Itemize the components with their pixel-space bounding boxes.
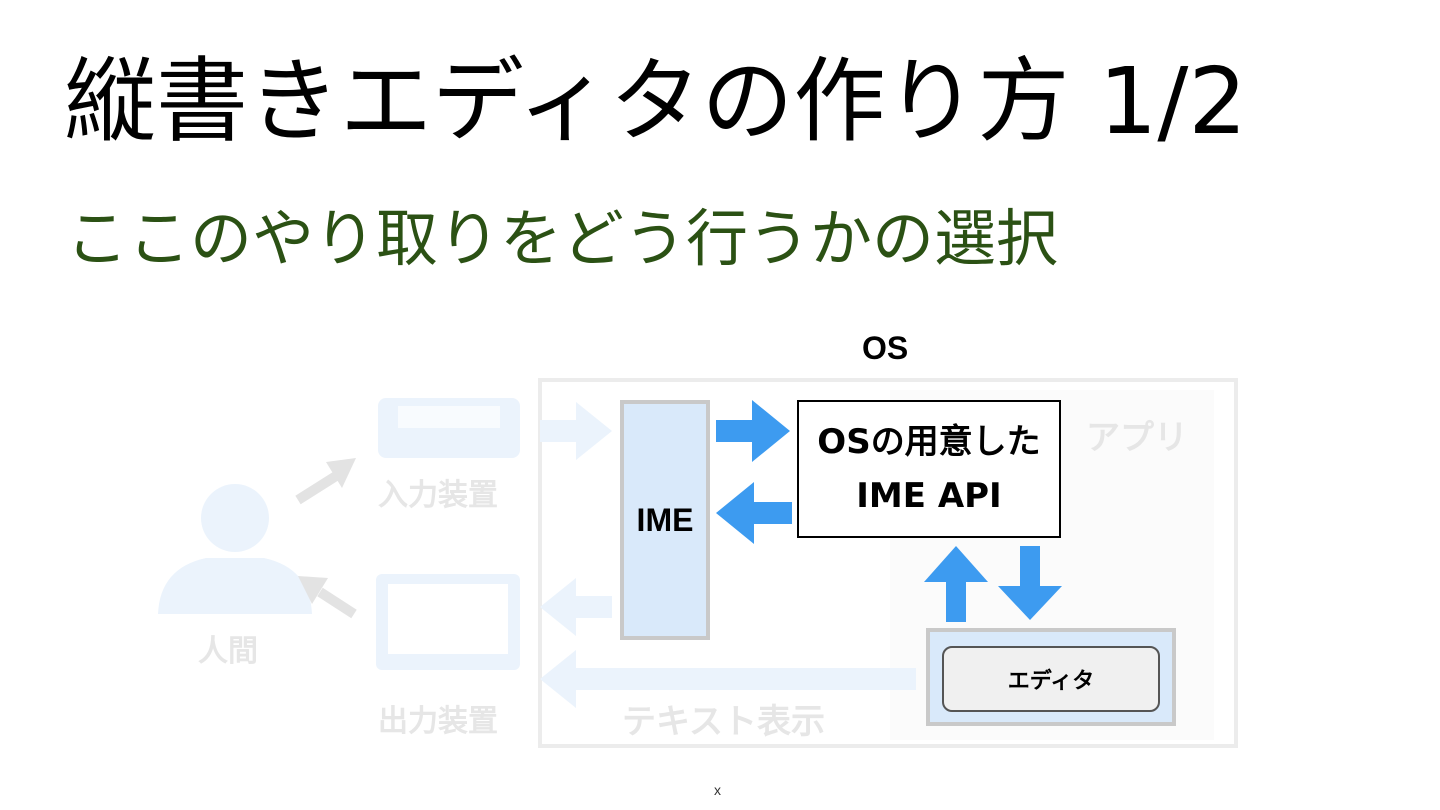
human-icon <box>158 484 312 614</box>
arrow-to-input-icon <box>295 458 356 505</box>
keyboard-icon <box>378 398 520 458</box>
editor-box: エディタ <box>942 646 1160 712</box>
ime-to-api-arrow-icon <box>716 400 790 462</box>
slide-subtitle: ここのやり取りをどう行うかの選択 <box>66 202 1059 275</box>
os-frame <box>538 378 1238 748</box>
api-label-line1: OSの用意した <box>817 421 1041 462</box>
page-mark: x <box>714 782 721 798</box>
api-to-editor-arrow-icon <box>998 546 1062 620</box>
api-label-line2: IME API <box>856 476 1002 516</box>
output-device-label: 出力装置 <box>378 704 498 739</box>
api-to-ime-arrow-icon <box>716 482 792 544</box>
slide-title: 縦書きエディタの作り方 1/2 <box>64 48 1247 155</box>
app-label: アプリ <box>1086 418 1188 458</box>
human-label: 人間 <box>198 634 258 669</box>
input-device-label: 入力装置 <box>378 478 498 513</box>
text-display-label: テキスト表示 <box>622 702 825 742</box>
keyboard-to-ime-arrow-icon <box>540 402 612 460</box>
arrow-from-output-icon <box>298 576 357 619</box>
editor-label: エディタ <box>1007 669 1095 694</box>
os-ime-api-box: OSの用意した IME API <box>797 400 1061 538</box>
editor-to-api-arrow-icon <box>924 546 988 622</box>
ime-to-monitor-arrow-icon <box>540 578 612 636</box>
monitor-icon <box>376 574 520 670</box>
ime-box: IME <box>620 400 710 640</box>
editor-to-monitor-arrow-icon <box>540 650 916 708</box>
ime-label: IME <box>636 501 694 538</box>
os-label: OS <box>862 330 909 366</box>
